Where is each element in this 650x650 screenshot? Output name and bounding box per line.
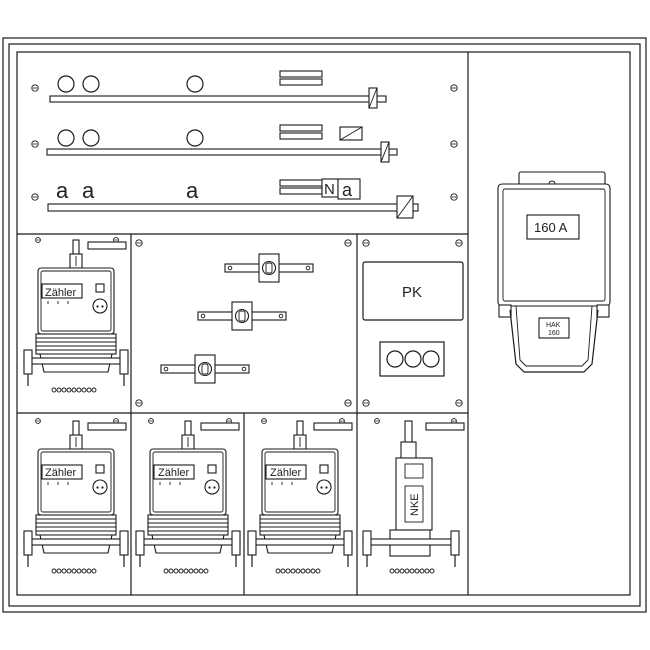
meter-label-1: Zähler	[45, 287, 77, 299]
fuse-clamp-field	[135, 239, 352, 407]
meter-label-3: Zähler	[158, 467, 190, 479]
nke-field: NKE	[362, 418, 465, 574]
meter-field-4: Zähler	[247, 418, 353, 574]
svg-text:a: a	[82, 178, 95, 203]
pk-label: PK	[402, 284, 422, 301]
outer-frame	[2, 37, 647, 613]
busbar-field: a a a N a	[17, 70, 468, 235]
pk-field: PK	[362, 239, 464, 407]
svg-text:a: a	[186, 178, 199, 203]
mounting-panel	[16, 51, 631, 596]
meter-field-2: Zähler	[23, 418, 129, 574]
svg-text:a: a	[56, 178, 69, 203]
busbar-l2	[46, 124, 398, 163]
hak-main-connection-box: 160 A HAK 160	[497, 171, 611, 373]
inner-frame	[8, 43, 641, 607]
nke-label: NKE	[409, 493, 421, 516]
hak-rating-label: 160 A	[534, 220, 568, 235]
hak-label-top: HAK	[546, 322, 561, 329]
meter-field-3: Zähler	[135, 418, 241, 574]
neutral-terminal-label: N	[324, 181, 335, 198]
nke-device	[395, 457, 433, 531]
hak-label-bottom: 160	[548, 330, 560, 337]
pk-box	[362, 261, 464, 321]
busbar-l1	[49, 70, 387, 109]
svg-text:a: a	[342, 180, 353, 200]
terminal-block-3	[379, 341, 445, 377]
meter-label-4: Zähler	[270, 467, 302, 479]
meter-field-1: Zähler	[23, 237, 129, 393]
meter-label-2: Zähler	[45, 467, 77, 479]
busbar-neutral: a a a N a	[47, 178, 419, 219]
